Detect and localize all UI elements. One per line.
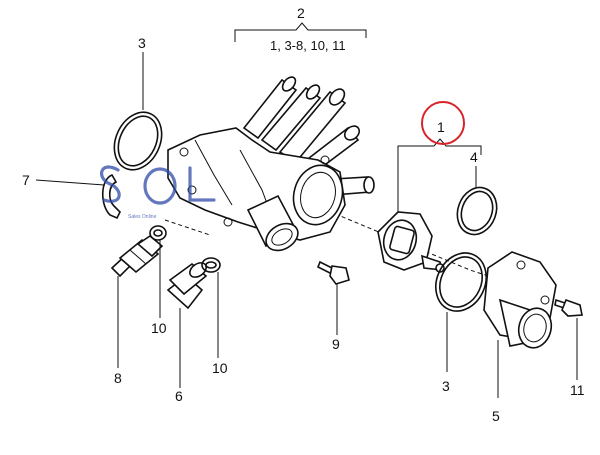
sealing-washer-left — [149, 225, 167, 241]
callout-10-mid: 10 — [212, 360, 228, 376]
watermark-logo: Sales Online — [100, 165, 216, 220]
retaining-clip — [101, 173, 121, 220]
group-1-number: 1 — [437, 119, 445, 135]
leader-7 — [35, 179, 105, 186]
callout-6: 6 — [175, 388, 183, 404]
callout-4: 4 — [470, 149, 478, 165]
callout-5: 5 — [492, 408, 500, 424]
callout-9: 9 — [332, 336, 340, 352]
o-ring-top-inner — [117, 115, 159, 167]
o-ring-4 — [456, 186, 498, 236]
callout-3-top: 3 — [138, 35, 146, 51]
temperature-sender — [166, 262, 208, 310]
callout-3-bottom: 3 — [442, 378, 450, 394]
cover-bolt — [554, 298, 583, 317]
callout-10-left: 10 — [151, 320, 167, 336]
o-ring-top — [113, 111, 163, 171]
group-2-number: 2 — [297, 5, 305, 21]
group-1-bracket — [397, 138, 482, 155]
o-ring-bottom-inner — [439, 256, 483, 308]
sealing-washer-mid — [201, 257, 221, 273]
o-ring-bottom — [435, 252, 487, 312]
thermostat-cover — [483, 251, 557, 349]
temperature-sensor — [110, 235, 164, 278]
housing-bolt — [316, 260, 350, 285]
callout-7: 7 — [22, 172, 30, 188]
group-2-bracket — [234, 22, 367, 38]
o-ring-4-inner — [460, 190, 494, 232]
callout-11: 11 — [570, 382, 585, 398]
watermark-caption: Sales Online — [128, 214, 157, 220]
thermostat-housing — [167, 76, 375, 252]
highlight-circle — [421, 101, 465, 145]
assembly-axis-line-left — [164, 219, 211, 236]
callout-8: 8 — [114, 370, 122, 386]
group-2-range: 1, 3-8, 10, 11 — [270, 38, 346, 53]
thermostat — [377, 211, 445, 273]
